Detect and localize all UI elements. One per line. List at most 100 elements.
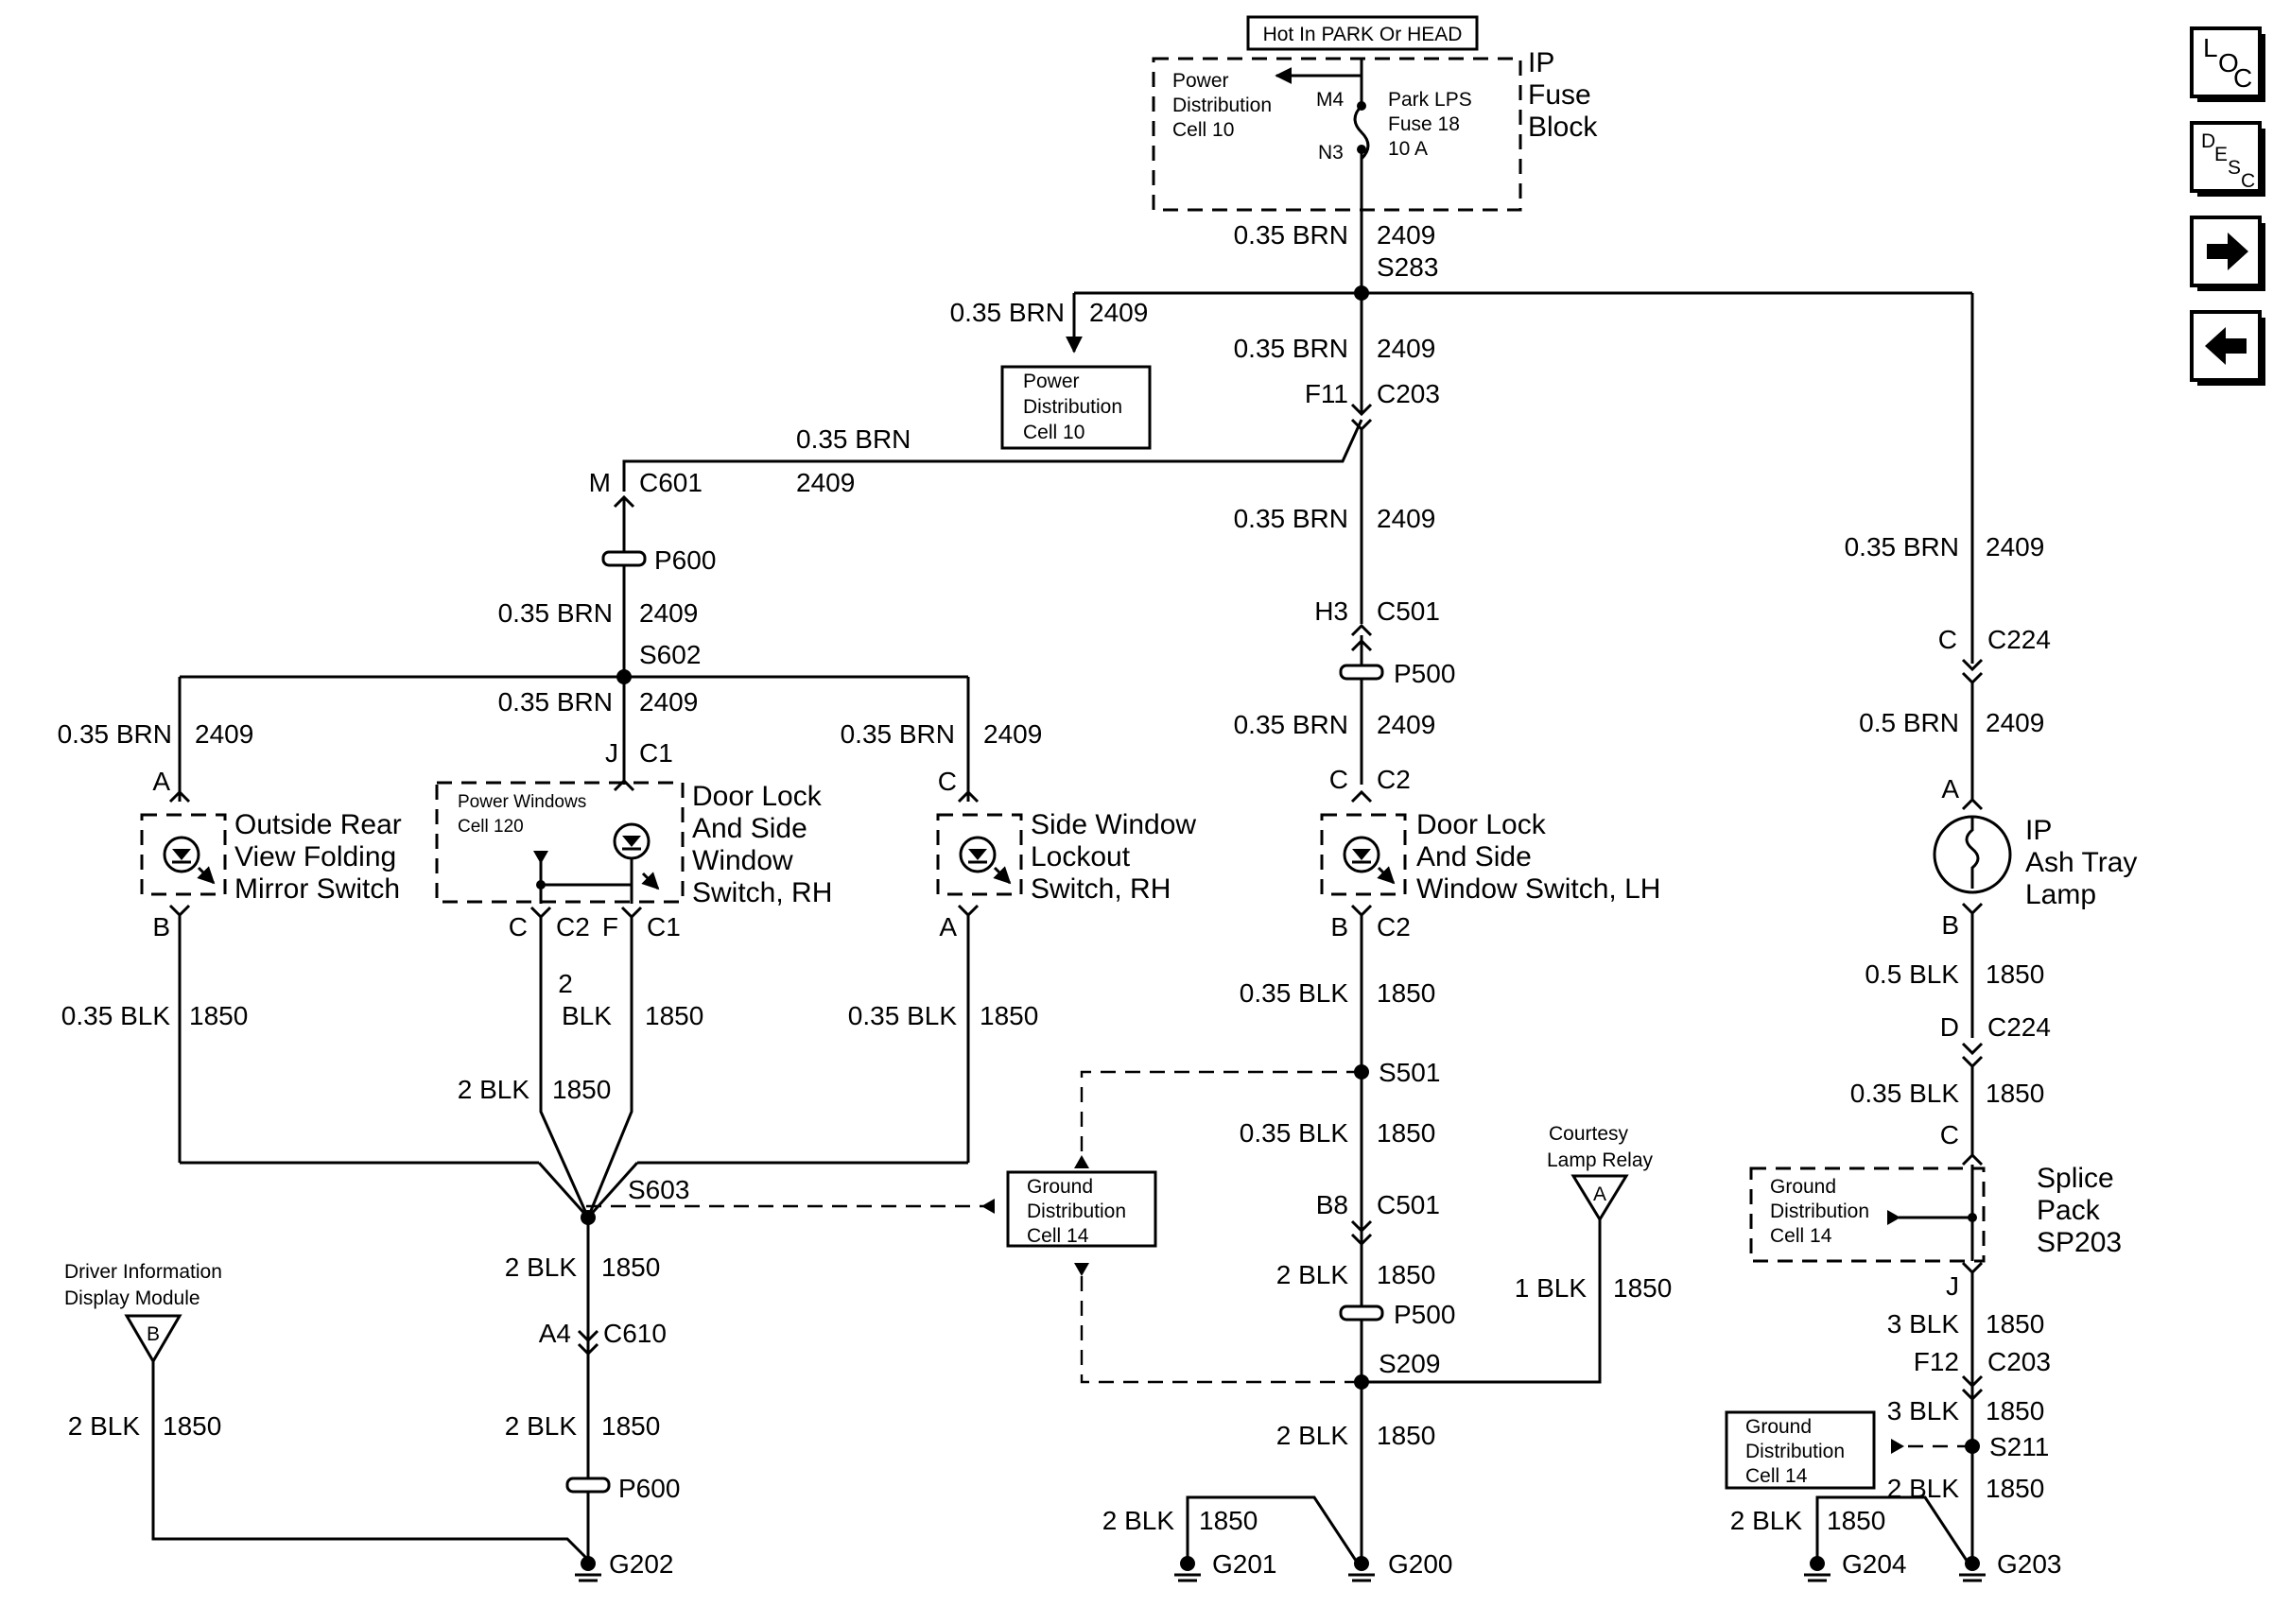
next-button[interactable] — [2190, 216, 2265, 291]
svg-text:P500: P500 — [1394, 659, 1455, 688]
ground-distribution-cell-14-middle[interactable] — [1006, 1170, 1157, 1248]
svg-text:0.5 BRN: 0.5 BRN — [1859, 708, 1959, 737]
p600-grommet-lower-icon — [565, 1477, 611, 1494]
svg-text:C: C — [1940, 1120, 1959, 1149]
side-window-lockout-switch-rh[interactable]: Side Window Lockout Switch, RH — [936, 809, 1196, 905]
svg-text:Driver Information: Driver Information — [64, 1261, 222, 1283]
svg-text:And Side: And Side — [692, 813, 807, 844]
svg-text:C1: C1 — [639, 738, 673, 768]
svg-text:Ground: Ground — [1770, 1176, 1836, 1198]
svg-text:Ash Tray: Ash Tray — [2025, 847, 2137, 878]
svg-text:Cell 10: Cell 10 — [1023, 422, 1084, 443]
svg-text:B: B — [1330, 912, 1348, 942]
svg-text:Power: Power — [1172, 70, 1229, 92]
ip-ash-tray-lamp[interactable]: IP Ash Tray Lamp — [1933, 815, 2137, 910]
svg-text:Cell 14: Cell 14 — [1770, 1225, 1832, 1247]
svg-text:2 BLK: 2 BLK — [458, 1075, 530, 1104]
driver-info-display-module-flag[interactable] — [124, 1314, 182, 1364]
connector-c501-lower — [1350, 1219, 1373, 1247]
arrow-left-icon — [2205, 327, 2247, 365]
svg-text:SP203: SP203 — [2037, 1227, 2122, 1258]
svg-text:C2: C2 — [556, 912, 590, 942]
svg-text:2409: 2409 — [1986, 532, 2044, 561]
svg-text:0.35 BRN: 0.35 BRN — [1234, 334, 1348, 363]
svg-text:A: A — [152, 767, 170, 796]
svg-text:Window: Window — [692, 845, 793, 876]
svg-text:Switch, RH: Switch, RH — [692, 877, 832, 908]
svg-text:C1: C1 — [647, 912, 681, 942]
svg-text:Ground: Ground — [1027, 1176, 1093, 1198]
svg-text:1850: 1850 — [1986, 1309, 2044, 1339]
svg-text:Door Lock: Door Lock — [1416, 809, 1547, 840]
svg-text:G202: G202 — [609, 1549, 674, 1579]
loc-button[interactable]: L O C — [2190, 26, 2265, 102]
svg-text:S: S — [2228, 157, 2241, 179]
p600-grommet-upper-icon — [601, 550, 647, 567]
svg-text:G201: G201 — [1212, 1549, 1277, 1579]
svg-text:Power Windows: Power Windows — [458, 792, 586, 812]
svg-text:Cell 10: Cell 10 — [1172, 119, 1234, 141]
outside-rear-view-mirror-switch[interactable]: Outside Rear View Folding Mirror Switch — [140, 809, 402, 905]
svg-text:2 BLK: 2 BLK — [1102, 1506, 1175, 1535]
prev-button[interactable] — [2190, 310, 2265, 386]
svg-text:Distribution: Distribution — [1172, 95, 1272, 116]
door-lock-switch-lh[interactable]: Door Lock And Side Window Switch, LH — [1320, 809, 1660, 905]
svg-text:2409: 2409 — [1377, 710, 1435, 739]
svg-text:Outside Rear: Outside Rear — [234, 809, 402, 840]
svg-text:C: C — [938, 767, 957, 796]
svg-text:S501: S501 — [1379, 1058, 1440, 1087]
svg-text:C: C — [1329, 765, 1348, 794]
svg-text:C: C — [1938, 625, 1957, 654]
splice-pack-sp203[interactable]: Ground Distribution Cell 14 Splice Pack … — [1749, 1163, 2122, 1263]
svg-text:Cell 14: Cell 14 — [1027, 1225, 1089, 1247]
svg-text:0.35 BLK: 0.35 BLK — [1240, 1118, 1349, 1148]
svg-text:0.35 BLK: 0.35 BLK — [1240, 978, 1349, 1008]
svg-text:BLK: BLK — [562, 1001, 612, 1030]
svg-text:3 BLK: 3 BLK — [1887, 1396, 1960, 1425]
connector-c203-right — [1961, 1374, 1984, 1402]
svg-text:Lamp: Lamp — [2025, 879, 2096, 910]
svg-text:1850: 1850 — [645, 1001, 703, 1030]
svg-text:2409: 2409 — [1986, 708, 2044, 737]
svg-text:G200: G200 — [1388, 1549, 1453, 1579]
courtesy-lamp-relay-flag[interactable] — [1570, 1174, 1629, 1222]
lamp-filament-icon — [1965, 817, 1980, 889]
svg-text:Cell 120: Cell 120 — [458, 817, 524, 837]
svg-text:C2: C2 — [1377, 912, 1411, 942]
svg-text:Side Window: Side Window — [1031, 809, 1196, 840]
svg-text:Courtesy: Courtesy — [1549, 1123, 1629, 1145]
svg-text:C: C — [2233, 63, 2252, 93]
svg-text:J: J — [1946, 1271, 1959, 1301]
svg-text:A: A — [1941, 774, 1959, 803]
svg-text:2 BLK: 2 BLK — [505, 1411, 578, 1441]
svg-text:F12: F12 — [1914, 1347, 1959, 1376]
svg-text:Pack: Pack — [2037, 1195, 2101, 1226]
svg-text:B: B — [1941, 910, 1959, 940]
ip-fuse-block: Hot In PARK Or HEAD Power Distribution C… — [1152, 15, 1598, 212]
svg-text:1850: 1850 — [1986, 959, 2044, 989]
door-lock-switch-rh[interactable]: Power Windows Cell 120 Door Lock And Sid… — [435, 781, 832, 908]
svg-text:Power: Power — [1023, 371, 1080, 392]
svg-text:1850: 1850 — [1613, 1273, 1672, 1303]
svg-text:A: A — [939, 912, 957, 942]
svg-text:0.35 BLK: 0.35 BLK — [1850, 1079, 1960, 1108]
hot-in-label: Hot In PARK Or HEAD — [1263, 24, 1463, 45]
svg-text:1850: 1850 — [189, 1001, 248, 1030]
svg-text:B: B — [152, 912, 170, 942]
svg-text:1850: 1850 — [1377, 978, 1435, 1008]
svg-text:Distribution: Distribution — [1023, 396, 1122, 418]
desc-button[interactable]: D E S C — [2190, 121, 2265, 197]
connector-c610 — [577, 1329, 599, 1356]
power-distribution-cell-10-box[interactable] — [1000, 365, 1152, 450]
svg-text:1850: 1850 — [1377, 1260, 1435, 1289]
svg-text:0.35 BRN: 0.35 BRN — [1234, 710, 1348, 739]
svg-text:Fuse: Fuse — [1528, 79, 1591, 111]
svg-text:Display Module: Display Module — [64, 1287, 200, 1309]
svg-text:1850: 1850 — [552, 1075, 611, 1104]
ground-g202: G202 — [575, 1549, 674, 1582]
ground-distribution-cell-14-right[interactable] — [1725, 1410, 1876, 1490]
svg-text:2409: 2409 — [1089, 298, 1148, 327]
svg-text:1850: 1850 — [1199, 1506, 1258, 1535]
svg-text:0.35 BLK: 0.35 BLK — [848, 1001, 958, 1030]
